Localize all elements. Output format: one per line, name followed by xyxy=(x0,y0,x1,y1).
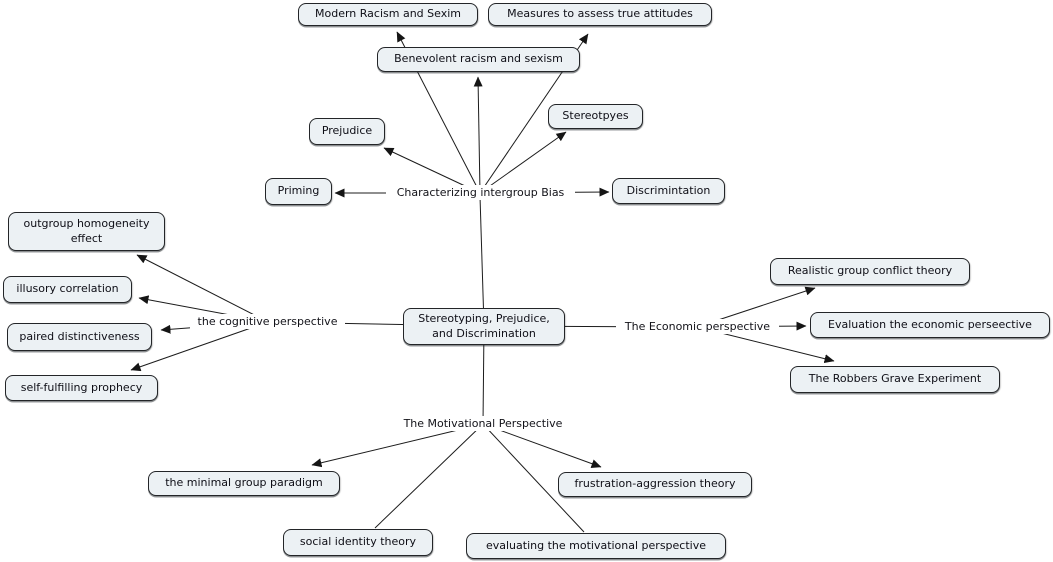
node-prejudice[interactable]: Prejudice xyxy=(309,118,385,145)
node-priming[interactable]: Priming xyxy=(265,178,332,205)
node-robbers-cave-experiment[interactable]: The Robbers Grave Experiment xyxy=(790,366,1000,393)
edge-bias-benevolent xyxy=(473,76,483,194)
edge-center-bias xyxy=(479,195,485,327)
hub-cognitive-perspective[interactable]: the cognitive perspective xyxy=(190,314,345,329)
node-outgroup-homogeneity[interactable]: outgroup homogeneity effect xyxy=(8,212,165,251)
node-benevolent-racism[interactable]: Benevolent racism and sexism xyxy=(377,47,580,72)
node-discrimination[interactable]: Discrimintation xyxy=(612,178,725,204)
hub-economic-perspective[interactable]: The Economic perspective xyxy=(616,319,779,334)
node-self-fulfilling-prophecy[interactable]: self-fulfilling prophecy xyxy=(5,375,158,401)
node-measures-true-attitudes[interactable]: Measures to assess true attitudes xyxy=(488,3,712,26)
node-center-stereotyping-prejudice-discrimination[interactable]: Stereotyping, Prejudice, and Discriminat… xyxy=(403,308,565,345)
hub-characterizing-intergroup-bias[interactable]: Characterizing intergroup Bias xyxy=(386,185,575,200)
node-paired-distinctiveness[interactable]: paired distinctiveness xyxy=(7,323,152,351)
node-minimal-group-paradigm[interactable]: the minimal group paradigm xyxy=(148,471,340,496)
node-modern-racism[interactable]: Modern Racism and Sexim xyxy=(298,3,478,26)
node-realistic-group-conflict[interactable]: Realistic group conflict theory xyxy=(770,258,970,285)
edge-bias-stereotypes xyxy=(479,131,567,194)
edge-cognitive-self-fulfilling xyxy=(130,321,269,372)
node-evaluation-economic[interactable]: Evaluation the economic perseective xyxy=(810,312,1050,338)
node-evaluating-motivational[interactable]: evaluating the motivational perspective xyxy=(466,533,726,559)
edge-motivational-social xyxy=(374,423,484,529)
hub-motivational-perspective[interactable]: The Motivational Perspective xyxy=(391,416,575,431)
edge-motivational-frustration xyxy=(482,423,602,468)
node-frustration-aggression[interactable]: frustration-aggression theory xyxy=(558,472,752,497)
edge-cognitive-outgroup xyxy=(136,254,269,323)
node-stereotypes[interactable]: Stereotpyes xyxy=(548,104,643,129)
node-illusory-correlation[interactable]: illusory correlation xyxy=(3,276,132,303)
edge-motivational-evaluating xyxy=(482,423,585,533)
node-social-identity-theory[interactable]: social identity theory xyxy=(283,529,433,556)
